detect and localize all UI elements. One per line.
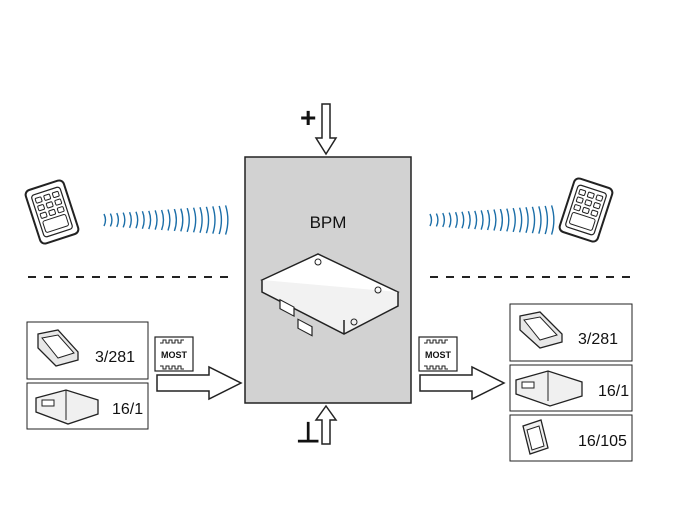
svg-text:MOST: MOST (425, 350, 452, 360)
ground-arrow-icon (314, 404, 338, 445)
device-label: 3/281 (95, 349, 135, 366)
signal-arc (544, 205, 549, 235)
signal-arc (506, 208, 510, 232)
plus-symbol: + (300, 102, 316, 133)
svg-text:MOST: MOST (161, 350, 188, 360)
wireless-signal-icon (103, 205, 229, 235)
device-label: 16/1 (112, 401, 143, 418)
signal-arc (122, 212, 126, 228)
right-device-3-281: 3/281 (509, 303, 633, 362)
signal-arc (429, 213, 433, 227)
signal-arc (218, 205, 223, 235)
signal-arc (512, 207, 516, 233)
arrow-icon (419, 365, 506, 401)
mobile-phone-icon (557, 176, 615, 244)
left-device-3-281: 3/281 (26, 321, 149, 380)
signal-arc (518, 207, 523, 233)
signal-arc (180, 208, 184, 232)
left-device-16-1: 16/1 (26, 382, 149, 430)
right-device-16-1: 16/1 (509, 364, 633, 412)
most-bus-icon: MOST (154, 336, 194, 372)
signal-arc (167, 209, 171, 231)
signal-arc (486, 209, 491, 231)
signal-arc (135, 211, 139, 229)
arrow-icon (156, 365, 243, 401)
bpm-label: BPM (310, 213, 347, 232)
wireless-signal-icon (429, 205, 555, 235)
signal-arc (116, 212, 120, 228)
mobile-phone-icon (23, 178, 81, 246)
device-label: 16/105 (578, 433, 627, 450)
signal-arc (435, 213, 439, 227)
signal-arc (499, 208, 504, 232)
device-label: 3/281 (578, 331, 618, 348)
signal-arc (199, 207, 203, 233)
ground-symbol: ⊥ (296, 417, 320, 448)
signal-arc (480, 210, 484, 230)
signal-arc (474, 210, 478, 230)
signal-arc (192, 207, 197, 233)
signal-arc (531, 206, 536, 234)
most-bus-icon: MOST (418, 336, 458, 372)
signal-arc (525, 207, 529, 233)
signal-arc (538, 206, 542, 234)
signal-arc (224, 205, 229, 235)
signal-arc (173, 208, 178, 232)
right-device-16-105: 16/105 (509, 414, 633, 462)
signal-arc (128, 211, 132, 229)
bpm-module-icon (260, 253, 400, 337)
signal-arc (493, 209, 497, 231)
signal-arc (148, 210, 152, 230)
signal-arc (154, 210, 158, 230)
signal-arc (448, 212, 452, 228)
signal-arc (109, 213, 113, 227)
signal-arc (205, 206, 210, 234)
signal-arc (186, 207, 190, 233)
signal-arc (141, 211, 145, 229)
signal-arc (467, 211, 471, 229)
signal-arc (461, 211, 465, 229)
signal-arc (160, 209, 165, 231)
power-in-arrow-icon (314, 103, 338, 156)
signal-arc (103, 213, 107, 227)
signal-arc (212, 206, 216, 234)
signal-arc (442, 212, 446, 228)
device-label: 16/1 (598, 383, 629, 400)
signal-arc (550, 205, 555, 235)
signal-arc (454, 211, 458, 229)
